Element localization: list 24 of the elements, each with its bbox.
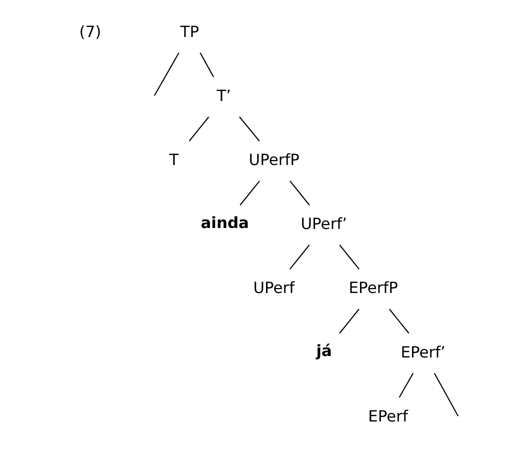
connector [388, 308, 409, 334]
connector [288, 244, 310, 270]
node-text: EPerfP [348, 279, 398, 298]
connector [239, 180, 260, 206]
node-text: UPerf’ [300, 215, 347, 234]
connector [188, 116, 209, 142]
connector [338, 244, 360, 270]
node-text: UPerf [252, 279, 294, 298]
connector [153, 52, 179, 96]
connector [238, 116, 260, 142]
node-text: T [168, 151, 178, 170]
label: (7) [78, 22, 101, 41]
connector [289, 180, 310, 206]
connector [199, 52, 214, 78]
node-text: EPerf’ [400, 343, 445, 362]
node-text: já [316, 342, 332, 360]
connector [338, 308, 359, 334]
node-text: T’ [216, 86, 231, 105]
connector [398, 372, 414, 398]
node-text: ainda [200, 214, 248, 232]
connector [433, 372, 458, 416]
node-text: EPerf [368, 407, 408, 426]
node-text: UPerfP [248, 151, 300, 170]
node-text: TP [180, 22, 199, 41]
